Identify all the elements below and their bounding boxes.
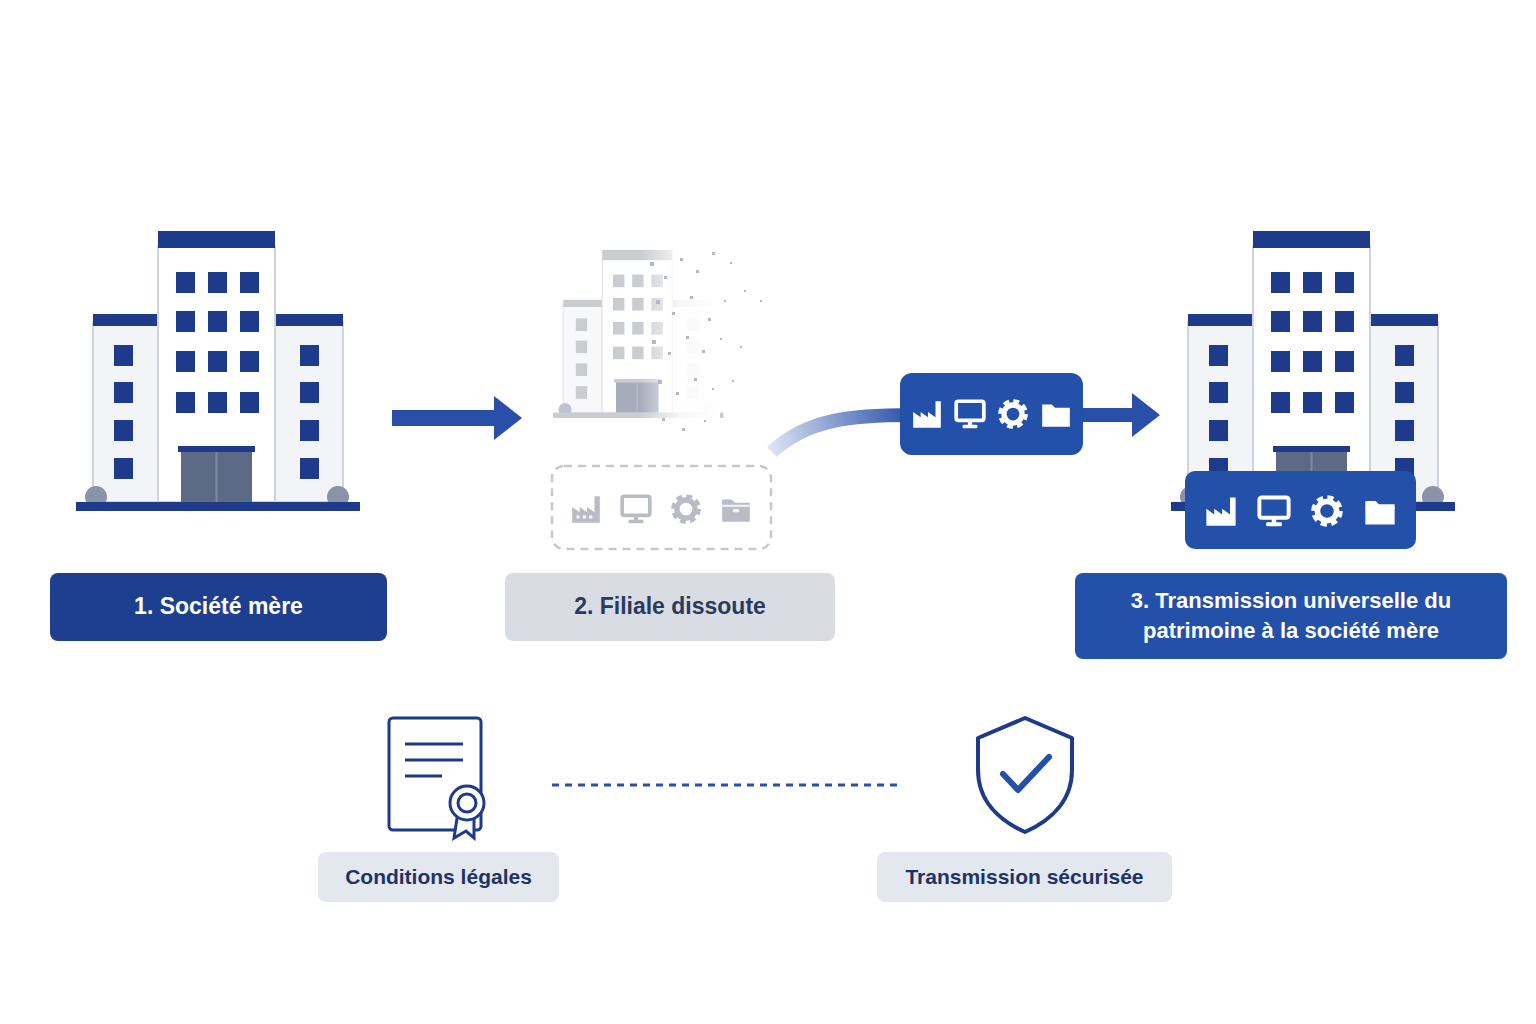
box-label: 1. Société mère [134,591,303,622]
transfer-result-box: 3. Transmission universelle du patrimoin… [1160,230,1507,660]
arrow-head [1132,393,1160,437]
shield-icon [978,718,1072,832]
label-pill: 2. Filiale dissoute [505,573,835,641]
box-label: Transmission sécurisée [905,863,1143,891]
certificate-icon [389,718,484,838]
flow-arrow [772,393,1160,452]
secure-transfer-tag: Transmission sécurisée [877,852,1172,902]
arrow-head [494,396,522,440]
box-label: 3. Transmission universelle du patrimoin… [1095,586,1487,645]
dissolved-assets-outline [552,466,771,549]
dotted-link [552,784,900,787]
label-pill: 1. Société mère [50,573,387,641]
legal-conditions-tag: Conditions légales [318,852,559,902]
dissolved-asset-icons [572,496,750,523]
box-label: Conditions légales [345,863,532,891]
label-pill: Transmission sécurisée [877,852,1172,902]
parent-building [76,231,360,511]
dissolve-particles [650,252,762,431]
label-pill: 3. Transmission universelle du patrimoin… [1075,573,1507,659]
receiving-building [1171,231,1455,511]
dissolve-fade [640,245,720,445]
received-asset-icons [1206,498,1394,527]
arrow-shaft [392,410,495,426]
label-pill: Conditions légales [318,852,559,902]
arrow-shaft [772,415,1133,452]
subsidiary-box: 2. Filiale dissoute [522,230,772,641]
flow-arrow [392,396,522,440]
received-assets-box [1185,471,1416,549]
parent-company-box: 1. Société mère [50,230,392,641]
box-label: 2. Filiale dissoute [574,591,766,622]
